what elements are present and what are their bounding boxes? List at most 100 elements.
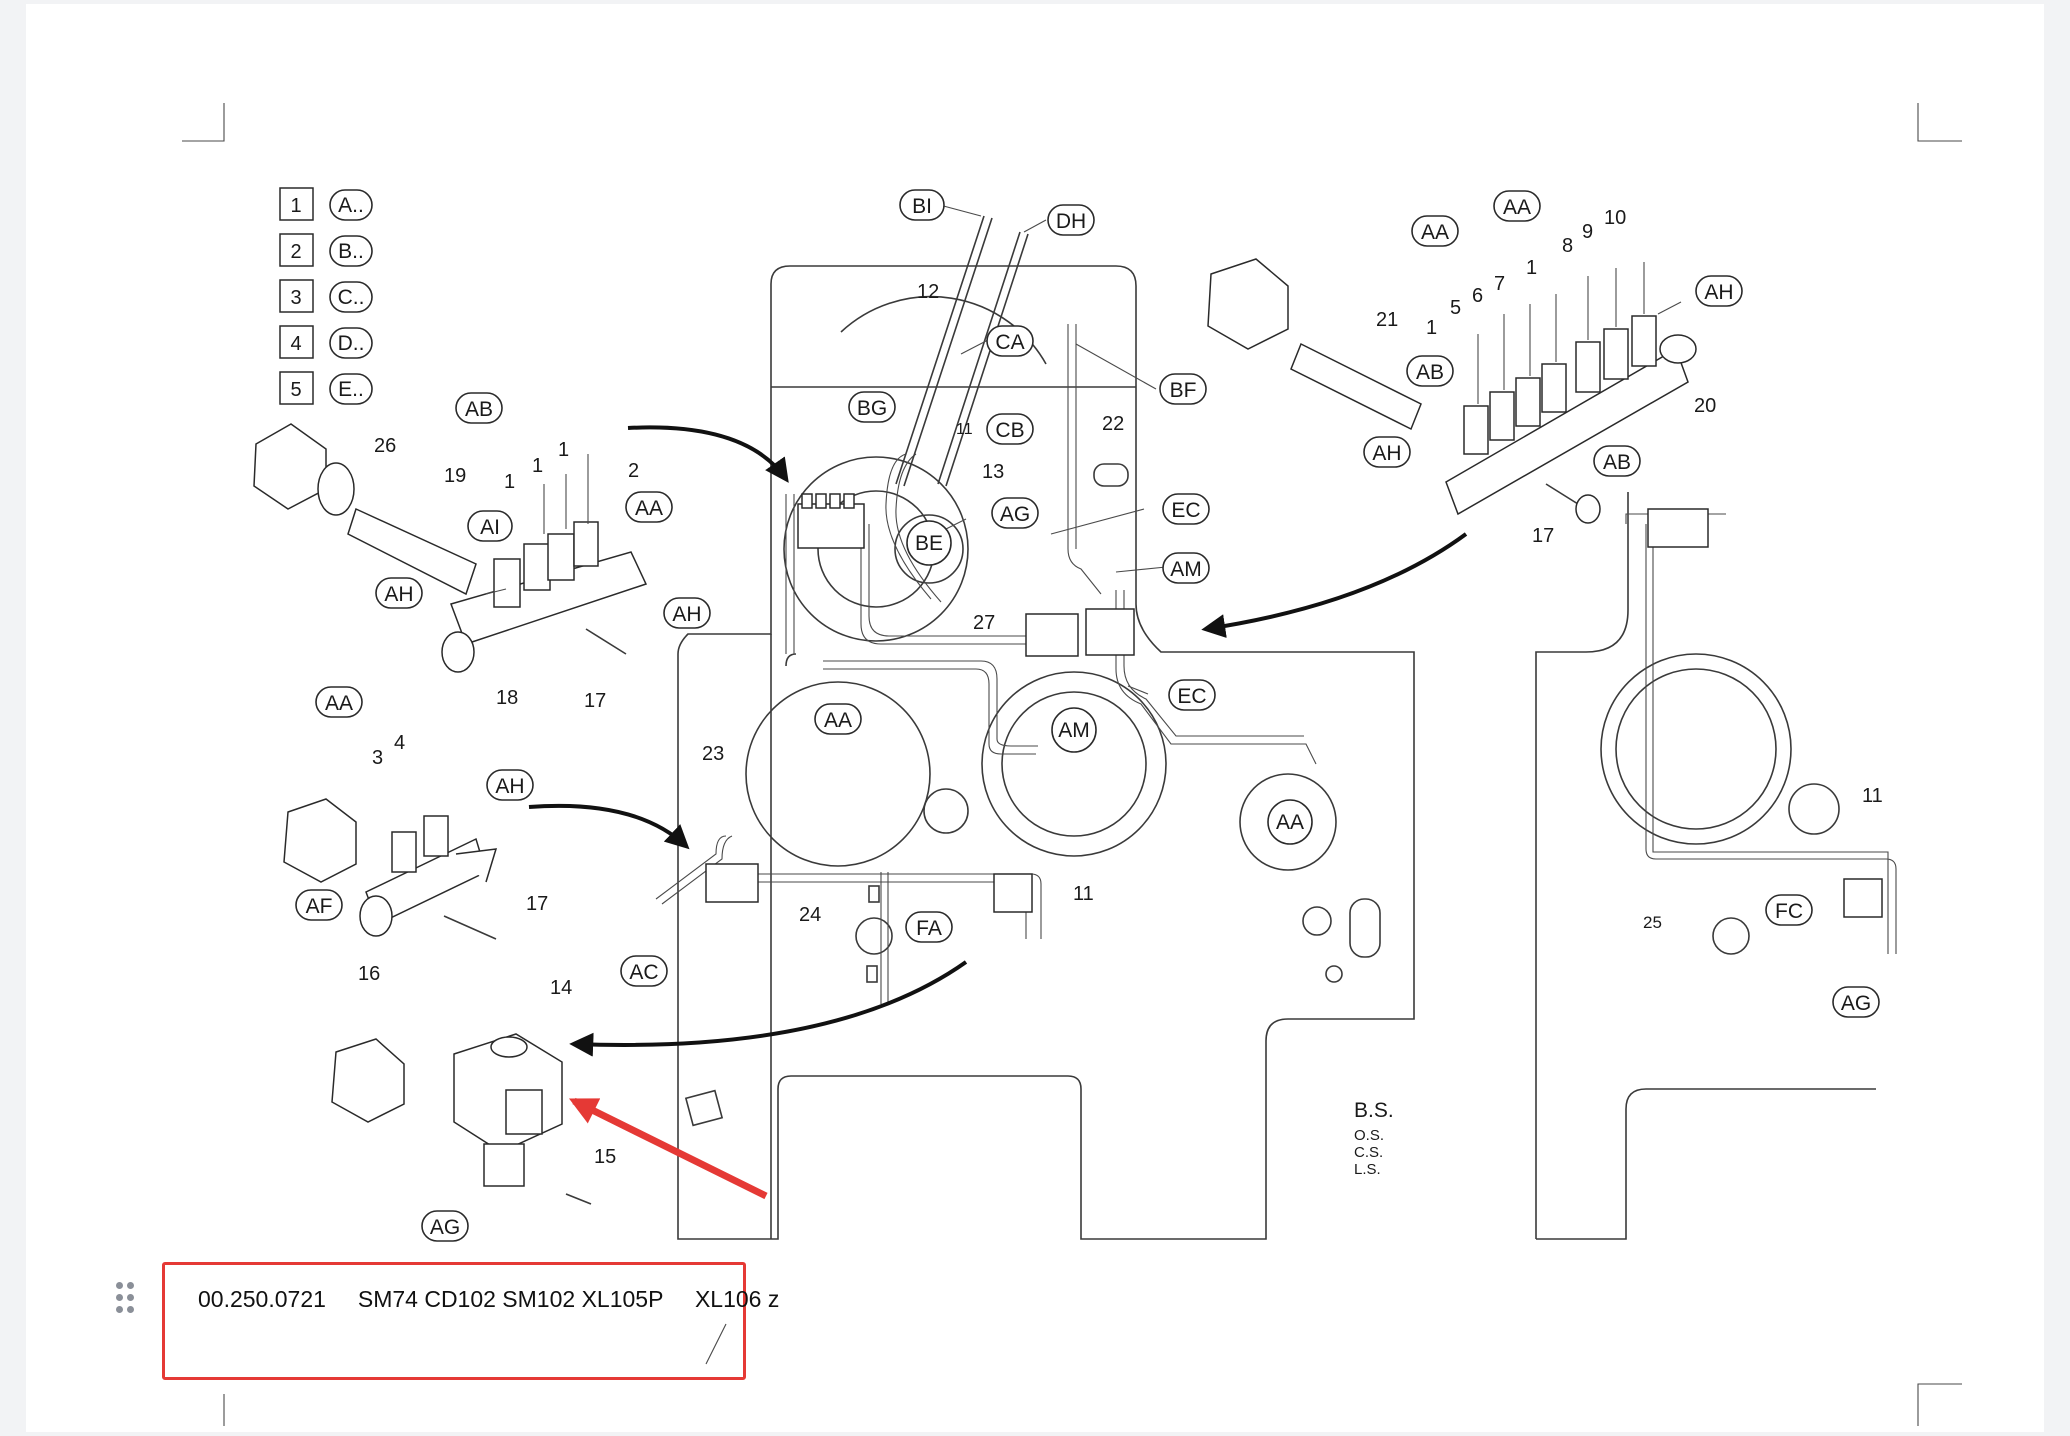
- callout-EC: EC: [1162, 493, 1210, 525]
- svg-text:20: 20: [1694, 395, 1716, 417]
- drag-handle[interactable]: [116, 1282, 138, 1318]
- svg-text:AA: AA: [1503, 196, 1531, 219]
- svg-text:1: 1: [504, 471, 515, 493]
- crop-marks: [182, 103, 1962, 1426]
- legend-item: 5 E..: [279, 371, 373, 405]
- svg-text:B..: B..: [338, 240, 364, 263]
- svg-text:3: 3: [290, 287, 301, 309]
- svg-text:AA: AA: [1421, 221, 1449, 244]
- svg-text:A..: A..: [338, 194, 364, 217]
- svg-text:AI: AI: [480, 516, 500, 539]
- svg-text:FC: FC: [1775, 900, 1803, 923]
- svg-text:AH: AH: [672, 603, 701, 626]
- svg-text:23: 23: [702, 743, 724, 765]
- callout-AH: AH: [663, 597, 711, 629]
- svg-text:1: 1: [532, 455, 543, 477]
- callout-AH: AH: [375, 577, 423, 609]
- svg-text:3: 3: [372, 747, 383, 769]
- callout-AA: AA: [1267, 799, 1313, 845]
- svg-text:BI: BI: [912, 195, 932, 218]
- svg-text:AH: AH: [1372, 442, 1401, 465]
- svg-text:AC: AC: [629, 961, 658, 984]
- callout-AG: AG: [1832, 986, 1880, 1018]
- callout-AA: AA: [1493, 190, 1541, 222]
- svg-text:C..: C..: [338, 286, 365, 309]
- svg-text:5: 5: [1450, 297, 1461, 319]
- svg-text:14: 14: [550, 977, 572, 999]
- svg-text:L.S.: L.S.: [1354, 1161, 1381, 1178]
- piping: [655, 324, 1897, 1004]
- svg-text:FA: FA: [916, 917, 942, 940]
- callout-AH: AH: [1363, 436, 1411, 468]
- svg-text:11: 11: [1862, 785, 1883, 807]
- svg-text:BE: BE: [915, 532, 943, 555]
- callout-AA: AA: [814, 703, 862, 735]
- callout-AF: AF: [295, 889, 343, 921]
- svg-text:AM: AM: [1170, 558, 1202, 581]
- svg-text:16: 16: [358, 963, 380, 985]
- svg-text:18: 18: [496, 687, 518, 709]
- svg-text:9: 9: [1582, 221, 1593, 243]
- svg-text:AF: AF: [306, 895, 333, 918]
- legend-item: 2 B..: [279, 233, 373, 267]
- svg-text:AA: AA: [635, 497, 663, 520]
- svg-text:17: 17: [1532, 525, 1554, 547]
- leader-lines: [485, 203, 1682, 1365]
- pointer-arrows: [528, 425, 1468, 1057]
- svg-text:11: 11: [956, 421, 973, 438]
- callout-AC: AC: [620, 955, 668, 987]
- side-frame: [1535, 492, 1876, 1240]
- svg-text:25: 25: [1643, 913, 1662, 932]
- callout-CA: CA: [986, 325, 1034, 357]
- svg-text:C.S.: C.S.: [1354, 1144, 1383, 1161]
- callout-AM: AM: [1051, 707, 1097, 753]
- assembly-left-bottom: [331, 1033, 592, 1205]
- svg-text:5: 5: [290, 379, 301, 401]
- machine-frame: [677, 265, 1415, 1240]
- legend-item: 1 A..: [279, 187, 373, 221]
- callout-AA: AA: [315, 686, 363, 718]
- callout-DH: DH: [1047, 204, 1095, 236]
- callout-AB: AB: [455, 392, 503, 424]
- svg-text:D..: D..: [338, 332, 365, 355]
- legend-item: 3 C..: [279, 279, 373, 313]
- svg-text:13: 13: [982, 461, 1004, 483]
- svg-text:AG: AG: [1841, 992, 1871, 1015]
- assembly-left-top: [253, 423, 648, 673]
- svg-text:1: 1: [1426, 317, 1437, 339]
- svg-text:1: 1: [558, 439, 569, 461]
- callout-AA: AA: [1411, 215, 1459, 247]
- distributor-blocks: [705, 493, 1883, 918]
- legend: 1 A.. 2 B.. 3 C.. 4 D.. 5 E..: [279, 187, 373, 405]
- svg-text:EC: EC: [1177, 685, 1206, 708]
- svg-text:B.S.: B.S.: [1354, 1099, 1394, 1122]
- svg-text:CB: CB: [995, 419, 1024, 442]
- svg-text:26: 26: [374, 435, 396, 457]
- svg-text:AB: AB: [1603, 451, 1631, 474]
- svg-text:8: 8: [1562, 235, 1573, 257]
- callout-EC: EC: [1168, 679, 1216, 711]
- callout-BF: BF: [1159, 373, 1207, 405]
- svg-text:1: 1: [290, 195, 301, 217]
- side-legend: B.S. O.S. C.S. L.S.: [1354, 1099, 1394, 1178]
- svg-text:AG: AG: [430, 1216, 460, 1239]
- callout-AB: AB: [1593, 445, 1641, 477]
- caption-text[interactable]: 00.250.0721 SM74 CD102 SM102 XL105P XL10…: [198, 1286, 780, 1312]
- callout-AM: AM: [1162, 552, 1210, 584]
- svg-text:10: 10: [1604, 207, 1626, 229]
- svg-text:CA: CA: [995, 331, 1024, 354]
- svg-text:24: 24: [799, 904, 821, 926]
- svg-text:AA: AA: [325, 692, 353, 715]
- svg-text:2: 2: [290, 241, 301, 263]
- svg-text:AB: AB: [1416, 361, 1444, 384]
- svg-text:4: 4: [394, 732, 405, 754]
- document-page: 1 A.. 2 B.. 3 C.. 4 D.. 5 E..: [26, 4, 2044, 1432]
- svg-text:7: 7: [1494, 273, 1505, 295]
- highlighted-caption-box[interactable]: [162, 1262, 746, 1380]
- parts-diagram: 1 A.. 2 B.. 3 C.. 4 D.. 5 E..: [182, 103, 1962, 1426]
- svg-text:27: 27: [973, 612, 995, 634]
- callout-BI: BI: [899, 189, 945, 221]
- svg-text:AH: AH: [384, 583, 413, 606]
- callout-AH: AH: [1695, 275, 1743, 307]
- svg-text:17: 17: [526, 893, 548, 915]
